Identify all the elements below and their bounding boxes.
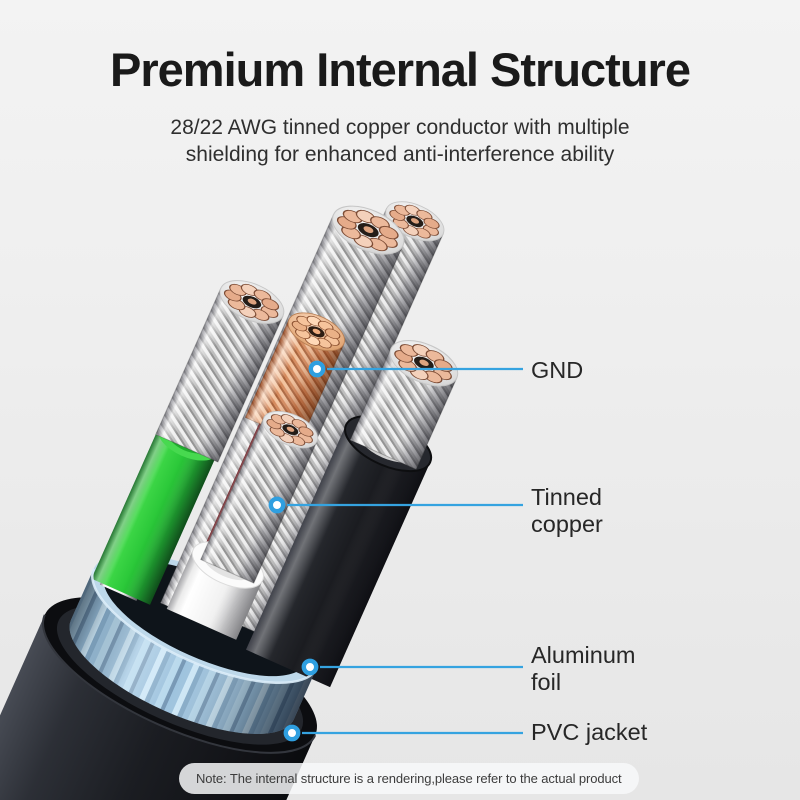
callout-label-line: copper	[531, 511, 603, 537]
copper-gnd-strand	[244, 304, 351, 443]
callout-dot-gnd	[308, 360, 326, 378]
callout-label-line: Tinned	[531, 484, 602, 510]
subtitle-line-2: shielding for enhanced anti-interference…	[185, 143, 615, 166]
callout-label-aluminum-foil: Aluminum foil	[531, 642, 635, 696]
tinned-copper-strand	[155, 271, 291, 463]
callout-label-line: PVC jacket	[531, 719, 648, 745]
aluminum-foil-band	[69, 568, 318, 734]
subtitle-line-1: 28/22 AWG tinned copper conductor with m…	[170, 116, 630, 139]
pvc-jacket	[0, 614, 317, 800]
callout-label-gnd: GND	[531, 357, 583, 384]
callout-label-pvc-jacket: PVC jacket	[531, 719, 647, 746]
cable-assembly	[0, 193, 466, 800]
callout-label-line: Aluminum	[531, 642, 636, 668]
callout-label-line: foil	[531, 669, 562, 695]
callout-label-tinned-copper: Tinned copper	[531, 484, 603, 538]
disclaimer-note: Note: The internal structure is a render…	[179, 763, 639, 794]
tinned-copper-strand	[200, 403, 324, 584]
callout-dot-tinned-copper	[268, 496, 286, 514]
callout-leaders	[268, 360, 523, 742]
tinned-copper-strand	[349, 330, 466, 470]
callout-dot-aluminum-foil	[301, 658, 319, 676]
callout-dot-pvc-jacket	[283, 724, 301, 742]
page-title: Premium Internal Structure	[110, 43, 691, 96]
subtitle: 28/22 AWG tinned copper conductor with m…	[0, 114, 800, 168]
callout-label-line: GND	[531, 357, 584, 383]
